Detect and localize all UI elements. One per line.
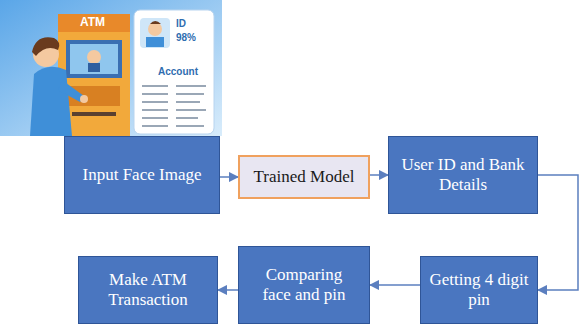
process-box: User ID and Bank Details (388, 136, 538, 214)
illustration-label: 98% (176, 32, 196, 43)
process-box: Make ATM Transaction (78, 256, 218, 324)
process-box: Comparing face and pin (238, 246, 370, 324)
box-text: Getting 4 digit pin (429, 270, 529, 311)
process-box: Getting 4 digit pin (420, 256, 538, 324)
box-text: Trained Model (254, 167, 355, 187)
flow-arrow (370, 174, 388, 176)
illustration-label: Account (158, 66, 198, 77)
flow-arrow (538, 175, 578, 290)
box-text: Comparing face and pin (256, 265, 352, 306)
box-text: Input Face Image (83, 165, 202, 185)
flow-arrow (370, 284, 420, 286)
box-text: Make ATM Transaction (92, 270, 204, 311)
flow-arrow (218, 289, 238, 291)
illustration-label: ATM (80, 15, 105, 29)
model-box: Trained Model (238, 155, 370, 199)
illustration-label: ID (176, 18, 186, 29)
process-box: Input Face Image (64, 136, 220, 214)
box-text: User ID and Bank Details (398, 155, 528, 196)
flow-arrow (220, 176, 238, 178)
